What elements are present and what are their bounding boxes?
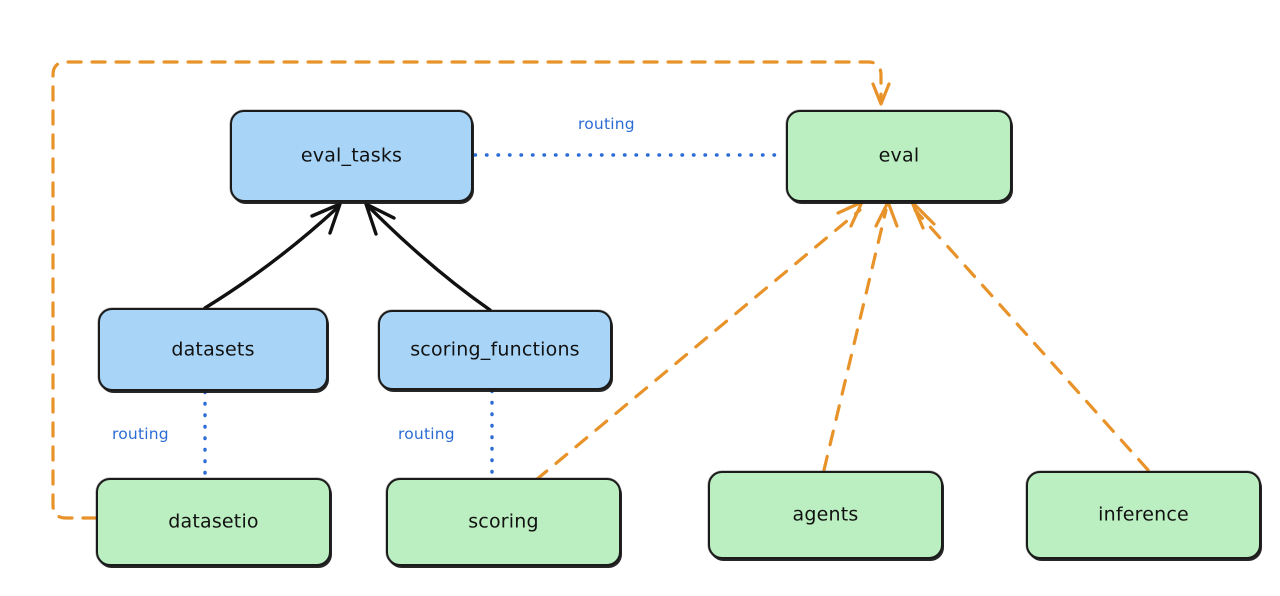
edge-agents-eval <box>822 200 899 472</box>
node-eval[interactable]: eval <box>786 110 1012 202</box>
node-label-eval: eval <box>878 144 920 167</box>
node-inference[interactable]: inference <box>1026 471 1261 559</box>
node-agents[interactable]: agents <box>708 471 943 559</box>
edge-label-routing-datasets-datasetio: routing <box>112 425 169 443</box>
edge-inference-eval <box>910 200 1150 472</box>
edge-label-routing-eval-tasks-eval: routing <box>578 115 635 133</box>
node-scoring-functions[interactable]: scoring_functions <box>378 310 612 390</box>
node-label-datasets: datasets <box>171 338 255 360</box>
node-eval-tasks[interactable]: eval_tasks <box>230 110 473 202</box>
node-datasetio[interactable]: datasetio <box>96 478 331 566</box>
edge-datasets-eval_tasks <box>203 202 342 310</box>
edge-datasetio-eval <box>51 60 891 520</box>
node-scoring[interactable]: scoring <box>386 478 621 566</box>
node-label-scoring: scoring <box>468 510 539 533</box>
edge-label-routing-scoring-functions-scoring: routing <box>398 425 455 443</box>
node-label-eval-tasks: eval_tasks <box>300 144 403 167</box>
node-label-datasetio: datasetio <box>168 510 259 533</box>
edge-scoring_functions-eval_tasks <box>364 202 492 312</box>
node-label-inference: inference <box>1098 503 1189 526</box>
node-label-agents: agents <box>792 503 859 526</box>
node-datasets[interactable]: datasets <box>98 308 328 391</box>
edge-scoring-eval <box>534 200 864 482</box>
node-label-scoring-functions: scoring_functions <box>410 338 580 361</box>
